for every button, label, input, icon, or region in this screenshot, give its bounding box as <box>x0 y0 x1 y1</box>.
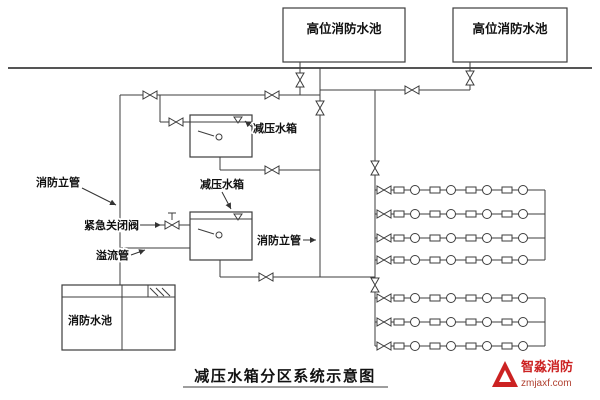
emergency-shutoff-valve-icon <box>164 212 180 230</box>
fire-pool: 消防水池 <box>61 284 176 351</box>
gate-valve-icon <box>370 160 380 176</box>
reduce-tank-upper-label: 减压水箱 <box>253 121 297 135</box>
high-pool-left-label: 高位消防水池 <box>306 21 382 36</box>
sprinkler-branch-row <box>374 255 546 265</box>
gate-valve-icon <box>370 277 380 293</box>
sprinkler-branch-row <box>374 209 546 219</box>
pressure-reducing-tank-lower <box>189 211 253 261</box>
sprinkler-zone-upper <box>374 185 546 265</box>
sprinkler-zone-lower <box>374 293 546 351</box>
high-pool-left-box <box>282 7 406 63</box>
sprinkler-branch-row <box>374 233 546 243</box>
gate-valve-icon <box>168 117 184 127</box>
brand-logo-inner <box>499 370 511 382</box>
gate-valve-icon <box>264 90 280 100</box>
gate-valve-icon <box>295 72 305 88</box>
pressure-reducing-tank-upper <box>189 114 253 158</box>
high-pool-right-label: 高位消防水池 <box>472 21 548 36</box>
reduce-tank-lower-label: 减压水箱 <box>200 177 244 191</box>
gate-valve-icon <box>465 70 475 86</box>
gate-valve-icon <box>315 100 325 116</box>
fire-riser-left-label: 消防立管 <box>36 175 80 189</box>
sprinkler-branch-row <box>374 341 546 351</box>
float-valve-icon <box>215 231 223 239</box>
brand-name: 智淼消防 <box>521 359 573 374</box>
sprinkler-branch-row <box>374 317 546 327</box>
sprinkler-branch-row <box>374 293 546 303</box>
valves <box>142 70 475 293</box>
gate-valve-icon <box>264 165 280 175</box>
emergency-shutoff-valve-label: 紧急关闭阀 <box>84 218 139 232</box>
sprinkler-branch-row <box>374 185 546 195</box>
gate-valve-icon <box>258 272 274 282</box>
float-valve-icon <box>215 133 223 141</box>
water-level-icon <box>233 213 243 221</box>
fire-riser-middle-label: 消防立管 <box>257 233 301 247</box>
callouts: 消防立管 紧急关闭阀 溢流管 减压水箱 减压水箱 消防立管 <box>34 119 316 264</box>
gate-valve-icon <box>142 90 158 100</box>
high-pool-right-box <box>452 7 568 63</box>
gate-valve-icon <box>404 85 420 95</box>
watermark: 智淼消防 zmjaxf.com <box>492 359 573 389</box>
piping-network <box>119 62 546 346</box>
diagram-title: 减压水箱分区系统示意图 <box>194 367 376 385</box>
overflow-pipe-label: 溢流管 <box>96 248 129 262</box>
brand-website: zmjaxf.com <box>521 378 572 389</box>
fire-pool-label: 消防水池 <box>68 313 112 327</box>
water-level-icon <box>233 116 243 124</box>
